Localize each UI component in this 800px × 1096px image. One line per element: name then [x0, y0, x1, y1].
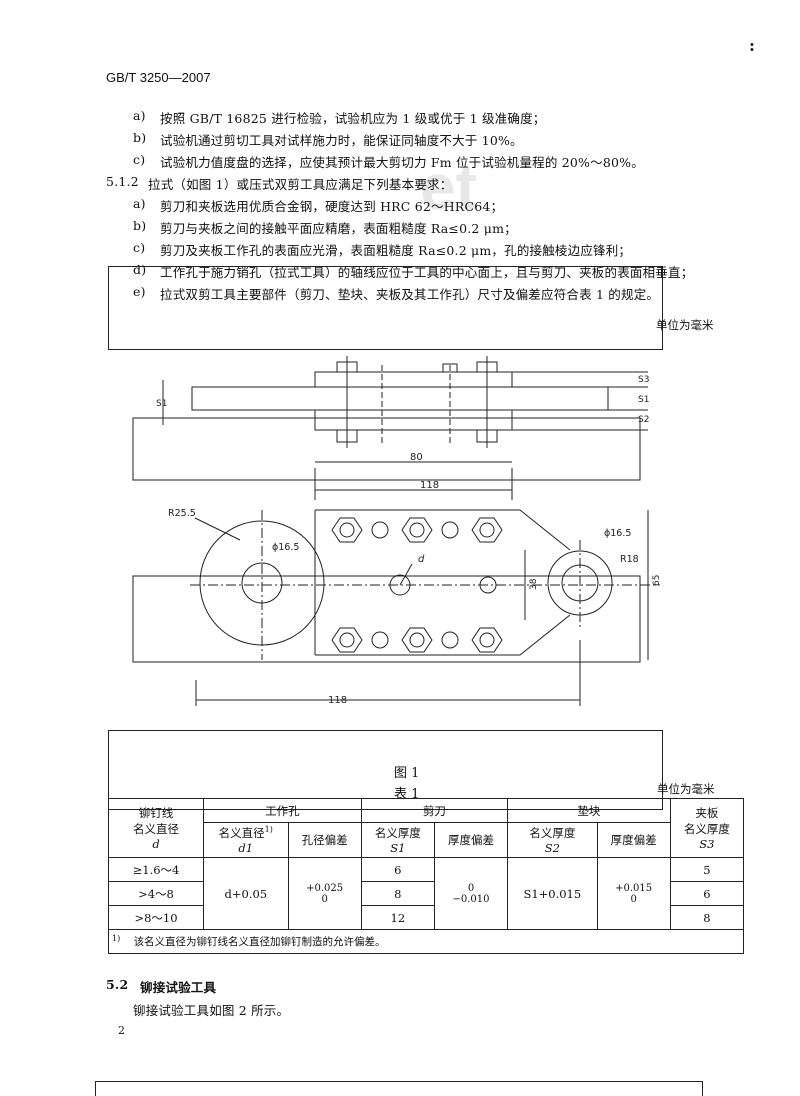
dim-38: 38 — [529, 578, 539, 590]
cell-s3-row1: 5 — [669, 857, 745, 882]
section-512-text: 拉式（如图 1）或压式双剪工具应满足下列基本要求： — [148, 177, 453, 192]
th-nom-d1: 名义直径1) d1 — [203, 822, 289, 858]
section-52-text: 铆接试验工具如图 2 所示。 — [133, 1003, 290, 1018]
th-thick-tol-2: 厚度偏差 — [596, 822, 671, 858]
figure-frame-top — [108, 266, 663, 350]
cell-thick-tol: 0−0.010 — [433, 857, 509, 930]
figure-caption: 图 1 — [394, 766, 420, 781]
item-a2-text: 剪刀和夹板选用优质合金钢，硬度达到 HRC 62～HRC64； — [160, 199, 504, 214]
item-a2-label: a) — [133, 196, 146, 211]
section-52-title: 铆接试验工具 — [140, 980, 217, 995]
table-unit: 单位为毫米 — [657, 782, 715, 796]
th-hole-tol: 孔径偏差 — [287, 822, 362, 858]
item-b2-text: 剪刀与夹板之间的接触平面应精磨，表面粗糙度 Ra≤0.2 μm； — [160, 221, 517, 236]
cell-s1-row3: 12 — [360, 905, 435, 930]
item-b1-label: b) — [133, 130, 147, 145]
th-nom-s1: 名义厚度 S1 — [360, 822, 435, 858]
item-c2-label: c) — [133, 240, 146, 255]
top-row-fasteners — [331, 517, 503, 543]
th-rivet: 铆钉线 名义直径 d — [108, 798, 204, 858]
top-clamp — [314, 371, 513, 388]
cell-s3-row3: 8 — [669, 905, 745, 930]
base-plate — [132, 417, 641, 481]
watermark: et — [420, 151, 477, 223]
label-s1-left: S1 — [156, 399, 167, 409]
corner-mark: : — [749, 36, 755, 55]
bolts-top-view — [336, 356, 498, 448]
shear-bar — [191, 386, 609, 411]
item-a1-label: a) — [133, 108, 146, 123]
bottom-clamp — [314, 409, 513, 431]
cell-s3-row2: 6 — [669, 881, 745, 906]
item-b1-text: 试验机通过剪切工具对试样施力时，能保证同轴度不大于 10%。 — [160, 133, 523, 148]
label-phi-left: ϕ16.5 — [272, 542, 299, 553]
dim-80: 80 — [410, 452, 423, 463]
table-footnote: 1) 该名义直径为铆钉线名义直径加铆钉制造的允许偏差。 — [108, 929, 744, 954]
next-figure-frame — [95, 1081, 703, 1096]
plan-base — [132, 575, 641, 663]
item-c1-text: 试验机力值度盘的选择，应使其预计最大剪切力 Fm 位于试验机量程的 20%～80… — [160, 155, 644, 170]
item-d2-label: d) — [133, 262, 147, 277]
dim-65: 65 — [652, 575, 662, 586]
cell-s1-row1: 6 — [360, 857, 435, 882]
cell-d-row2: >4～8 — [108, 881, 204, 906]
cell-d-row1: ≥1.6～4 — [108, 857, 204, 882]
label-r255: R25.5 — [168, 508, 196, 519]
th-plate: 夹板 名义厚度 S3 — [669, 798, 745, 858]
item-b2-label: b) — [133, 218, 147, 233]
item-e2-text: 拉式双剪工具主要部件（剪刀、垫块、夹板及其工作孔）尺寸及偏差应符合表 1 的规定… — [160, 287, 660, 302]
item-c1-label: c) — [133, 152, 146, 167]
dim-118-top: 118 — [420, 480, 439, 491]
item-e2-label: e) — [133, 284, 146, 299]
th-work-hole: 工作孔 — [203, 798, 362, 823]
page-number: 2 — [118, 1024, 125, 1037]
label-d: d — [418, 554, 425, 565]
cell-s2-value: S1+0.015 — [507, 857, 598, 930]
figure-unit: 单位为毫米 — [656, 318, 714, 332]
th-nom-s2: 名义厚度 S2 — [507, 822, 598, 858]
clamp-outline — [315, 509, 571, 551]
section-512-number: 5.1.2 — [106, 174, 139, 189]
cell-d1-value: d+0.05 — [203, 857, 289, 930]
th-thick-tol: 厚度偏差 — [433, 822, 509, 858]
label-s2-side: S2 — [638, 415, 649, 425]
th-blade: 剪刀 — [360, 798, 509, 823]
label-phi-right: ϕ16.5 — [604, 528, 631, 539]
table-1: 铆钉线 名义直径 d 工作孔 剪刀 垫块 夹板 名义厚度 S3 名义直径1) d… — [108, 798, 745, 954]
item-a1-text: 按照 GB/T 16825 进行检验，试验机应为 1 级或优于 1 级准确度； — [160, 111, 546, 126]
dim-118-bottom: 118 — [328, 695, 347, 706]
th-pad: 垫块 — [507, 798, 671, 823]
item-c2-text: 剪刀及夹板工作孔的表面应光滑，表面粗糙度 Ra≤0.2 μm，孔的接触棱边应锋利… — [160, 243, 632, 258]
item-d2-text: 工作孔于施力销孔（拉式工具）的轴线应位于工具的中心面上，且与剪刀、夹板的表面相垂… — [160, 265, 694, 280]
label-s1-side: S1 — [638, 395, 649, 405]
bottom-row-fasteners — [331, 627, 503, 653]
page-header: GB/T 3250—2007 — [106, 70, 211, 85]
label-s3-side: S3 — [638, 375, 649, 385]
figure-1-drawing: 80 118 S3 S1 S2 S1 38 65 118 R25.5 — [132, 356, 662, 706]
section-52-number: 5.2 — [106, 977, 129, 992]
cell-d-row3: >8～10 — [108, 905, 204, 930]
label-r18: R18 — [620, 554, 639, 565]
cell-s1-row2: 8 — [360, 881, 435, 906]
